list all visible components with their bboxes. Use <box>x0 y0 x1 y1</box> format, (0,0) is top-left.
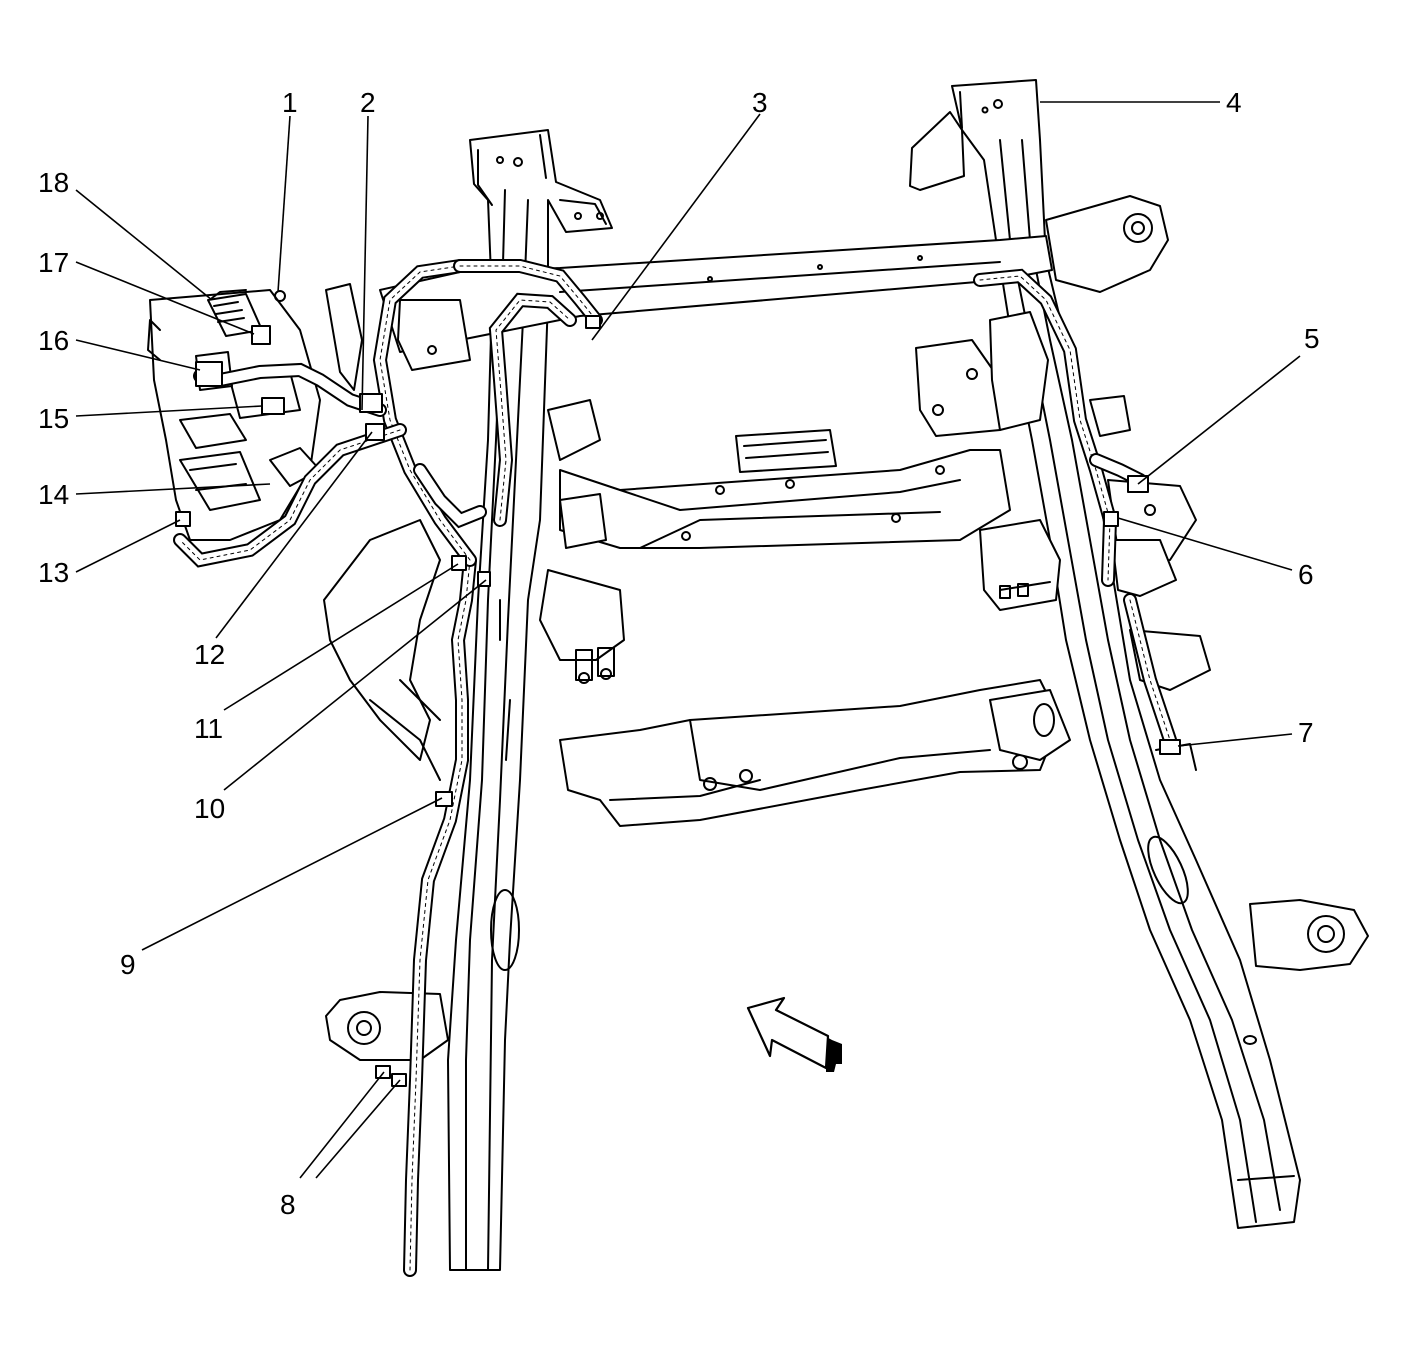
callout-5: 5 <box>1304 323 1320 354</box>
callout-11: 11 <box>194 713 223 744</box>
callout-6: 6 <box>1298 559 1314 590</box>
left-lower-body-mount <box>325 991 449 1061</box>
callout-labels: 1 2 3 4 5 6 7 8 9 10 11 12 13 14 15 16 1… <box>38 87 1320 1220</box>
middle-cross-member <box>559 339 1011 549</box>
callout-12: 12 <box>194 639 225 670</box>
callout-1: 1 <box>282 87 298 118</box>
left-frame-rail <box>447 129 613 1271</box>
clip-3 <box>585 315 601 329</box>
callout-16: 16 <box>38 325 69 356</box>
connector-17 <box>251 325 271 345</box>
connector-13 <box>175 511 191 527</box>
callout-10: 10 <box>194 793 225 824</box>
callout-14: 14 <box>38 479 69 510</box>
left-splash-shield <box>323 519 441 781</box>
callout-15: 15 <box>38 403 69 434</box>
callout-3: 3 <box>752 87 768 118</box>
connector-15 <box>261 397 285 415</box>
callout-7: 7 <box>1298 717 1314 748</box>
connector-16 <box>195 361 223 387</box>
callout-4: 4 <box>1226 87 1242 118</box>
forward-direction-arrow-icon <box>746 996 842 1072</box>
left-center-bracket <box>539 399 625 684</box>
clip-7 <box>1159 739 1181 755</box>
callout-9: 9 <box>120 949 136 980</box>
connector-6 <box>1103 511 1119 527</box>
clip-9 <box>435 791 453 807</box>
callout-17: 17 <box>38 247 69 278</box>
connector-11 <box>451 555 467 571</box>
callout-13: 13 <box>38 557 69 588</box>
frame-structure <box>147 79 1369 1271</box>
right-upper-body-mount <box>1045 195 1169 293</box>
connector-2 <box>359 393 383 413</box>
connector-12 <box>365 423 385 441</box>
connector-10 <box>477 571 491 587</box>
callout-8: 8 <box>280 1189 296 1220</box>
leader-lines <box>75 101 1301 1179</box>
right-suspension-bracket <box>979 311 1197 611</box>
right-lower-body-mount <box>1249 899 1369 971</box>
module-bracket-assembly <box>147 283 363 541</box>
callout-2: 2 <box>360 87 376 118</box>
callout-18: 18 <box>38 167 69 198</box>
